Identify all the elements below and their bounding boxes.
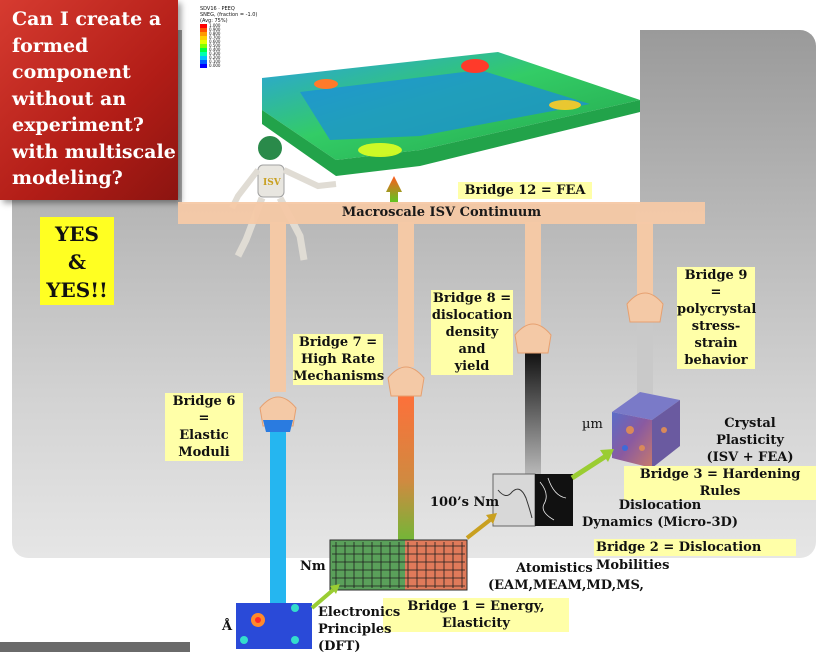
answer-line: &: [67, 250, 87, 274]
bridge-9-line: behavior: [684, 353, 748, 368]
atomistics-label: Atomistics: [516, 561, 593, 576]
fea-legend-value: 0.900: [209, 27, 221, 32]
question-box: Can I create a formed component without …: [0, 0, 178, 200]
fea-legend-value: 0.200: [209, 55, 221, 60]
fea-legend-value: 0.600: [209, 39, 221, 44]
dislocation-dynamics-label: Dislocation Dynamics (Micro-3D): [580, 497, 740, 531]
bridge-6-line: Elastic: [179, 428, 229, 443]
scale-arrows: [310, 449, 614, 610]
bridge-12-label: Bridge 12 = FEA: [458, 182, 592, 199]
question-line: Can I create a: [12, 8, 162, 30]
atomistic-lattice: [329, 539, 468, 591]
fea-legend-title: SDV16 · PEEQ: [200, 6, 235, 12]
fea-legend-value: 0.400: [209, 47, 221, 52]
bridge-9-label: Bridge 9 = polycrystal stress- strain be…: [677, 267, 757, 369]
question-line: component: [12, 61, 131, 83]
fea-legend-value: 0.300: [209, 51, 221, 56]
fea-plate: [262, 52, 640, 176]
bridge-6-line: Moduli: [178, 445, 230, 460]
crystal-cube: [612, 392, 680, 468]
nm-scale-label: Nm: [300, 559, 326, 574]
bridge-9-line: Bridge 9 =: [684, 268, 748, 300]
bridge-7-line: High Rate: [300, 352, 376, 367]
hundreds-nm-scale-label: 100’s Nm: [430, 495, 500, 510]
bridge-7-line: Bridge 7 =: [298, 335, 378, 350]
fea-legend-avg: (Avg: 75%): [200, 18, 228, 24]
bridge-8-line: yield: [454, 359, 490, 374]
answer-line: YES!!: [46, 278, 108, 302]
fea-legend-value: 0.800: [209, 31, 221, 36]
bridge-8-line: dislocation: [431, 308, 513, 323]
question-line: with multiscale: [12, 140, 176, 163]
bridge-9-line: strain: [694, 336, 738, 351]
bridge-6-label: Bridge 6 = Elastic Moduli: [165, 393, 243, 461]
crystal-plasticity-line: (ISV + FEA): [706, 450, 794, 465]
dislocation-images: [492, 473, 573, 527]
question-line: modeling?: [12, 167, 123, 189]
bridge-8-line: density and: [445, 325, 499, 357]
answer-line: YES: [55, 222, 99, 246]
bridge-8-line: Bridge 8 =: [432, 291, 512, 306]
crystal-plasticity-label: Crystal Plasticity (ISV + FEA): [690, 415, 810, 466]
question-line: formed: [12, 34, 89, 57]
bridge-9-line: stress-: [691, 319, 741, 334]
fea-legend-subtitle: SNEG, (fraction = -1.0): [200, 12, 258, 18]
dft-image: [236, 603, 312, 649]
fea-legend: SDV16 · PEEQ SNEG, (fraction = -1.0) (Av…: [200, 6, 257, 68]
bridge-pillars: [259, 222, 664, 605]
up-arrow-icon: [386, 176, 402, 204]
macroscale-bar: Macroscale ISV Continuum: [178, 202, 705, 224]
dislocation-dynamics-line: Dislocation: [618, 498, 702, 513]
bridge-9-line: polycrystal: [677, 302, 757, 317]
answer-box: YES & YES!!: [40, 217, 114, 305]
fea-legend-value: 0.700: [209, 35, 221, 40]
bridge-7-line: Mechanisms: [293, 369, 385, 384]
bridge-2-label: Bridge 2 = Dislocation: [594, 539, 796, 556]
progress-bar: [0, 642, 190, 652]
electronics-line: (DFT): [318, 639, 361, 654]
crystal-plasticity-line: Crystal Plasticity: [716, 416, 784, 448]
fea-legend-value: 1.000: [209, 23, 221, 28]
fea-legend-value: 0.500: [209, 43, 221, 48]
robot-badge: ISV: [263, 178, 281, 188]
bridge-1-label: Bridge 1 = Energy, Elasticity: [383, 598, 569, 632]
electronics-line: Electronics: [318, 605, 401, 620]
micrometer-scale-label: µm: [582, 417, 603, 432]
question-line: experiment?: [12, 114, 144, 136]
bridge-3-label: Bridge 3 = Hardening Rules: [624, 466, 816, 500]
mobilities-label: Mobilities: [596, 558, 670, 573]
electronics-line: Principles: [318, 622, 392, 637]
bridge-7-label: Bridge 7 = High Rate Mechanisms: [293, 334, 385, 385]
electronics-principles-label: Electronics Principles (DFT): [318, 604, 400, 655]
angstrom-scale-label: Å: [222, 619, 233, 634]
dislocation-dynamics-line: Dynamics (Micro-3D): [582, 515, 738, 530]
question-line: without an: [12, 87, 127, 110]
atomistics-methods-label: (EAM,MEAM,MD,MS,: [488, 578, 644, 593]
bridge-8-label: Bridge 8 = dislocation density and yield: [431, 290, 513, 375]
fea-legend-value: 0.100: [209, 59, 221, 64]
bridge-6-line: Bridge 6 =: [172, 394, 236, 426]
fea-legend-value: 0.000: [209, 63, 221, 68]
